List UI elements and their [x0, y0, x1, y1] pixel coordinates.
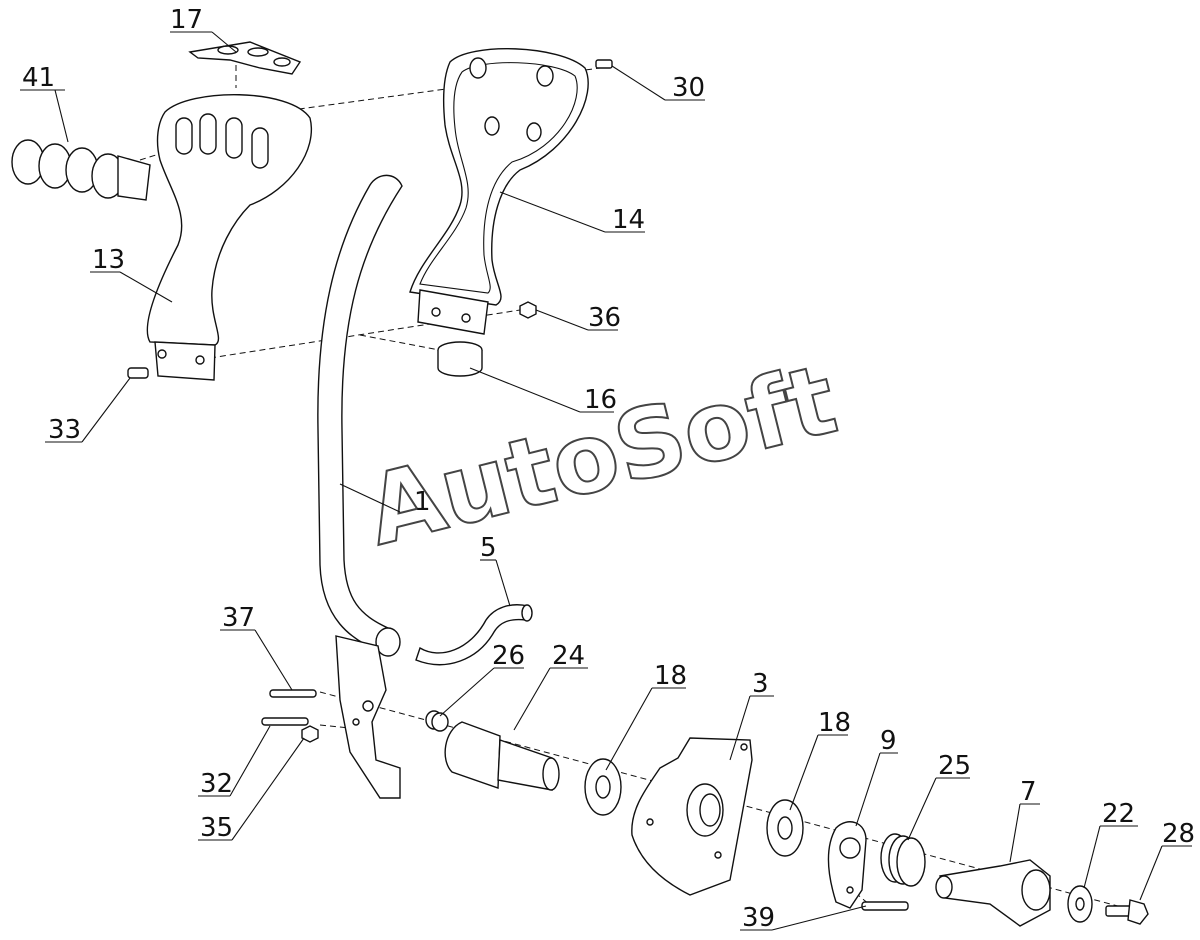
- label-26: 26: [492, 641, 525, 671]
- label-41: 41: [22, 63, 55, 93]
- label-30: 30: [672, 73, 705, 103]
- part-14-handle-half: [409, 48, 589, 335]
- label-25: 25: [938, 751, 971, 781]
- label-18-upper: 18: [654, 661, 687, 691]
- part-37-pin: [269, 689, 317, 698]
- label-17: 17: [170, 5, 203, 35]
- label-32: 32: [200, 769, 233, 799]
- part-30-screw: [595, 59, 613, 69]
- part-5-bent-rod: [415, 604, 533, 666]
- label-9: 9: [880, 726, 897, 756]
- part-17-cap-plate: [188, 41, 302, 75]
- label-16: 16: [584, 385, 617, 415]
- part-labels: 17 41 30 14 13 36 16 33 1 5 37 26 24 18 …: [22, 5, 1195, 933]
- part-3-mounting-plate: [631, 737, 753, 896]
- watermark-text: AutoSoft: [356, 343, 846, 567]
- label-36: 36: [588, 303, 621, 333]
- part-39-threaded-pin: [861, 901, 909, 911]
- label-28: 28: [1162, 819, 1195, 849]
- part-25-coil-spring: [880, 833, 926, 887]
- part-7-lever-arm: [935, 859, 1051, 927]
- label-35: 35: [200, 813, 233, 843]
- part-28-bolt: [1105, 899, 1149, 925]
- part-32-bolt: [261, 717, 309, 726]
- leader-lines: [20, 31, 1192, 931]
- part-36-nut: [519, 301, 537, 319]
- label-33: 33: [48, 415, 81, 445]
- part-33-screw: [127, 367, 149, 379]
- part-16-sleeve: [437, 341, 483, 377]
- part-9-cam-plate: [827, 821, 867, 909]
- label-5: 5: [480, 533, 497, 563]
- label-37: 37: [222, 603, 255, 633]
- label-3: 3: [752, 669, 769, 699]
- part-18-washer-second: [766, 799, 804, 857]
- label-18-lower: 18: [818, 708, 851, 738]
- label-1: 1: [414, 487, 431, 517]
- part-35-nut: [301, 725, 319, 743]
- label-7: 7: [1020, 777, 1037, 807]
- part-24-splined-hub: [444, 721, 560, 791]
- label-22: 22: [1102, 799, 1135, 829]
- label-39: 39: [742, 903, 775, 933]
- part-13-handle-half: [146, 94, 312, 381]
- label-24: 24: [552, 641, 585, 671]
- part-22-washer: [1067, 885, 1093, 923]
- part-18-washer: [584, 758, 622, 816]
- label-13: 13: [92, 245, 125, 275]
- part-41-finger-grips: [11, 139, 151, 201]
- label-14: 14: [612, 205, 645, 235]
- part-26-spring: [425, 710, 449, 732]
- part-1-lever-tube: [317, 174, 403, 799]
